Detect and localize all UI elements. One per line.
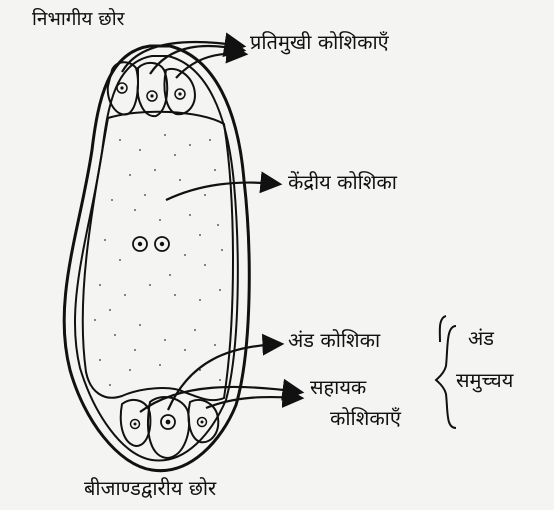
egg-cell-label: अंड कोशिका	[288, 330, 380, 350]
antipodal-cells-label: प्रतिमुखी कोशिकाएँ	[250, 32, 389, 52]
arrow-egg	[168, 344, 280, 410]
polar-nuclei	[133, 237, 169, 251]
chalazal-end-label: निभागीय छोर	[32, 10, 124, 29]
synergid-cells-label-line2: कोशिकाएँ	[330, 408, 401, 428]
egg-cell-shape	[148, 397, 189, 458]
central-cell-stipple	[94, 134, 223, 386]
leader-arrows	[122, 42, 300, 412]
central-cell-outline	[83, 112, 233, 400]
outer-sac-wall	[64, 46, 249, 471]
central-cell-label: केंद्रीय कोशिका	[288, 172, 397, 192]
arrow-central	[166, 183, 278, 200]
egg-apparatus-label-line1: अंड	[468, 328, 494, 348]
group-braces	[436, 316, 456, 428]
synergid-cells-label-line1: सहायक	[310, 377, 366, 397]
micropylar-end-label: बीजाण्डद्वारीय छोर	[84, 478, 216, 498]
egg-apparatus-label-line2: समुच्चय	[456, 370, 513, 390]
